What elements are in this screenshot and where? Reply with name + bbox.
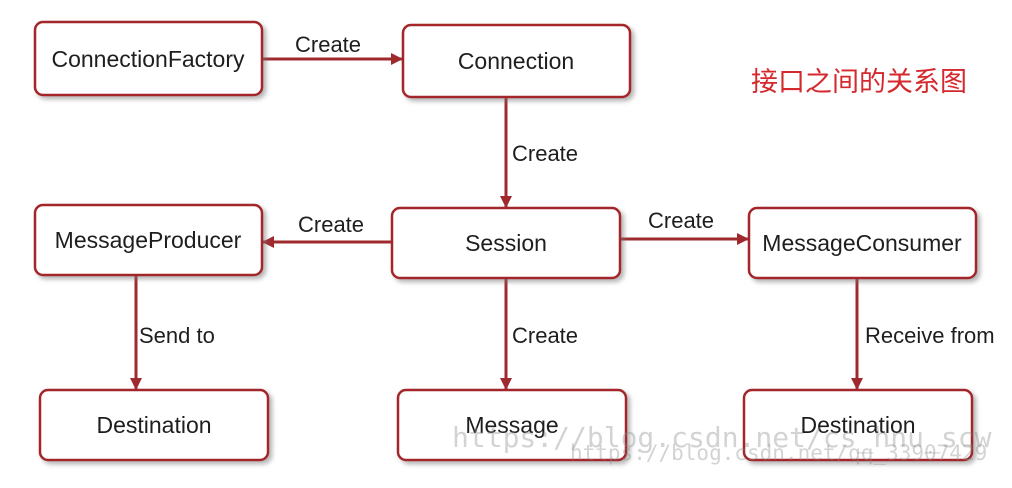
watermark-text: https://blog.csdn.net/qq_33907429	[570, 441, 987, 465]
node-box	[742, 388, 974, 462]
edge-consumer-to-destination: Receive from	[851, 278, 995, 390]
node-label: Destination	[800, 412, 915, 438]
node-box	[38, 388, 270, 462]
node-label: Session	[465, 230, 547, 256]
edge-label: Create	[512, 323, 578, 348]
node-connection-factory: ConnectionFactory	[33, 20, 264, 97]
node-destination-send: Destination	[38, 388, 270, 462]
edge-label: Create	[295, 32, 361, 57]
node-message-producer: MessageProducer	[33, 203, 264, 277]
edge-label: Create	[512, 141, 578, 166]
node-label: MessageConsumer	[762, 230, 962, 256]
node-label: Destination	[96, 412, 211, 438]
node-message: Message	[396, 388, 628, 462]
diagram-title: 接口之间的关系图	[751, 67, 967, 98]
node-box	[396, 388, 628, 462]
edge-label: Send to	[139, 323, 215, 348]
node-session: Session	[390, 206, 622, 280]
node-connection: Connection	[401, 23, 632, 99]
node-box	[33, 20, 264, 97]
node-box	[401, 23, 632, 99]
edge-connection-to-session: Create	[500, 97, 578, 208]
edge-producer-to-destination: Send to	[130, 275, 215, 390]
watermark-text: https://blog.csdn.net/cs_hnu_scw	[452, 421, 992, 455]
edge-session-to-consumer: Create	[620, 208, 749, 245]
edge-session-to-message: Create	[500, 278, 578, 390]
node-message-consumer: MessageConsumer	[747, 206, 978, 280]
node-destination-receive: Destination	[742, 388, 974, 462]
edge-factory-to-connection: Create	[262, 32, 403, 65]
edge-label: Create	[298, 212, 364, 237]
node-label: Message	[465, 412, 558, 438]
node-label: ConnectionFactory	[51, 46, 245, 72]
edge-label: Receive from	[865, 323, 995, 348]
node-label: MessageProducer	[55, 227, 242, 253]
node-box	[747, 206, 978, 280]
node-box	[390, 206, 622, 280]
node-label: Connection	[458, 48, 574, 74]
edge-label: Create	[648, 208, 714, 233]
node-box	[33, 203, 264, 277]
edge-session-to-producer: Create	[262, 212, 392, 248]
